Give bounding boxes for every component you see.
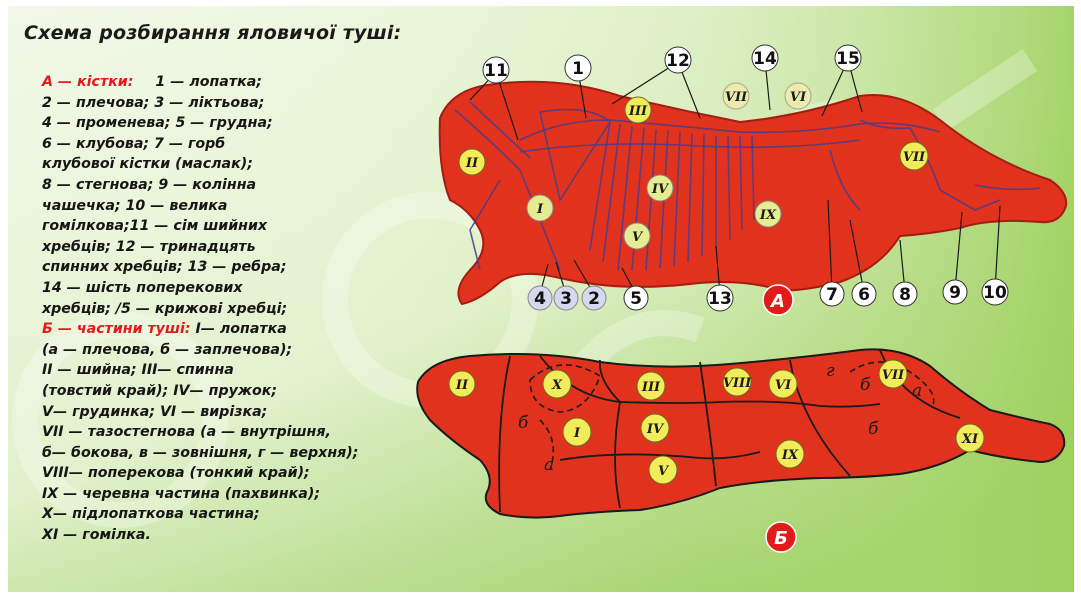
- svg-text:13: 13: [708, 289, 732, 309]
- diagram-b-label: Б: [766, 522, 796, 552]
- region-badge-vi: VI: [785, 83, 811, 109]
- sub-letter: а: [912, 381, 922, 401]
- svg-text:7: 7: [826, 285, 838, 305]
- cut-badge-v: V: [649, 456, 677, 484]
- region-badge-iv: IV: [647, 175, 673, 201]
- svg-text:11: 11: [484, 61, 508, 81]
- svg-text:А: А: [769, 291, 785, 312]
- svg-text:VIII: VIII: [723, 376, 752, 391]
- svg-text:10: 10: [983, 283, 1007, 303]
- sub-letter: г: [826, 361, 835, 381]
- carcass-bones: [440, 82, 1066, 304]
- bone-number-8: 8: [893, 282, 917, 306]
- region-badge-v: V: [624, 223, 650, 249]
- cut-badge-vii: VII: [879, 360, 907, 388]
- diagram-a-label: А: [763, 285, 793, 315]
- sub-letter: б: [518, 413, 529, 433]
- bone-number-9: 9: [943, 280, 967, 304]
- cut-badge-ix: IX: [776, 440, 804, 468]
- bone-number-5: 5: [624, 286, 648, 310]
- svg-text:VII: VII: [903, 150, 926, 165]
- bone-number-7: 7: [820, 282, 844, 306]
- svg-text:VII: VII: [725, 90, 748, 105]
- bone-number-13: 13: [707, 285, 733, 311]
- cut-badge-xi: XI: [956, 424, 984, 452]
- svg-text:II: II: [455, 378, 469, 393]
- cut-badge-iv: IV: [641, 414, 669, 442]
- bone-number-12: 12: [665, 47, 691, 73]
- svg-text:14: 14: [753, 49, 777, 69]
- region-badge-iii: III: [625, 97, 651, 123]
- cut-badge-x: X: [543, 370, 571, 398]
- svg-text:III: III: [628, 104, 648, 119]
- region-badge-ix: IX: [755, 201, 781, 227]
- sub-letter: а: [544, 455, 554, 475]
- svg-text:VII: VII: [882, 368, 905, 383]
- svg-text:9: 9: [949, 283, 961, 303]
- svg-text:4: 4: [534, 289, 546, 309]
- svg-text:1: 1: [572, 59, 584, 79]
- svg-text:5: 5: [630, 289, 642, 309]
- region-badge-ii: II: [459, 149, 485, 175]
- svg-text:VI: VI: [790, 90, 807, 105]
- sub-letter: б: [860, 375, 871, 395]
- region-badge-vii-b: VII: [900, 142, 928, 170]
- svg-text:Б: Б: [774, 528, 788, 549]
- bone-number-6: 6: [852, 282, 876, 306]
- bone-number-14: 14: [752, 45, 778, 71]
- bone-number-11: 11: [483, 57, 509, 83]
- bone-number-1: 1: [565, 55, 591, 81]
- svg-text:IX: IX: [759, 208, 777, 223]
- svg-text:VI: VI: [775, 378, 792, 393]
- cut-badge-vi: VI: [769, 370, 797, 398]
- sub-letter: б: [868, 419, 879, 439]
- cut-badge-i: I: [563, 418, 591, 446]
- svg-text:12: 12: [666, 51, 690, 71]
- svg-text:2: 2: [588, 289, 600, 309]
- svg-text:I: I: [536, 202, 544, 217]
- svg-text:IV: IV: [646, 422, 665, 437]
- svg-text:XI: XI: [961, 432, 979, 447]
- bone-number-4: 4: [528, 286, 552, 310]
- svg-text:IV: IV: [651, 182, 670, 197]
- cut-badge-iii: III: [637, 372, 665, 400]
- region-badge-i: I: [527, 195, 553, 221]
- cut-badge-ii: II: [449, 371, 475, 397]
- svg-text:3: 3: [560, 289, 572, 309]
- bone-number-2: 2: [582, 286, 606, 310]
- svg-text:I: I: [573, 426, 581, 441]
- svg-text:6: 6: [858, 285, 870, 305]
- region-badge-vii: VII: [723, 83, 749, 109]
- bone-number-15: 15: [835, 45, 861, 71]
- bone-number-3: 3: [554, 286, 578, 310]
- svg-text:8: 8: [899, 285, 911, 305]
- svg-text:IX: IX: [781, 448, 799, 463]
- bone-number-10: 10: [982, 279, 1008, 305]
- svg-text:II: II: [465, 156, 479, 171]
- svg-text:15: 15: [836, 49, 860, 69]
- svg-text:III: III: [641, 380, 661, 395]
- svg-text:X: X: [551, 378, 563, 393]
